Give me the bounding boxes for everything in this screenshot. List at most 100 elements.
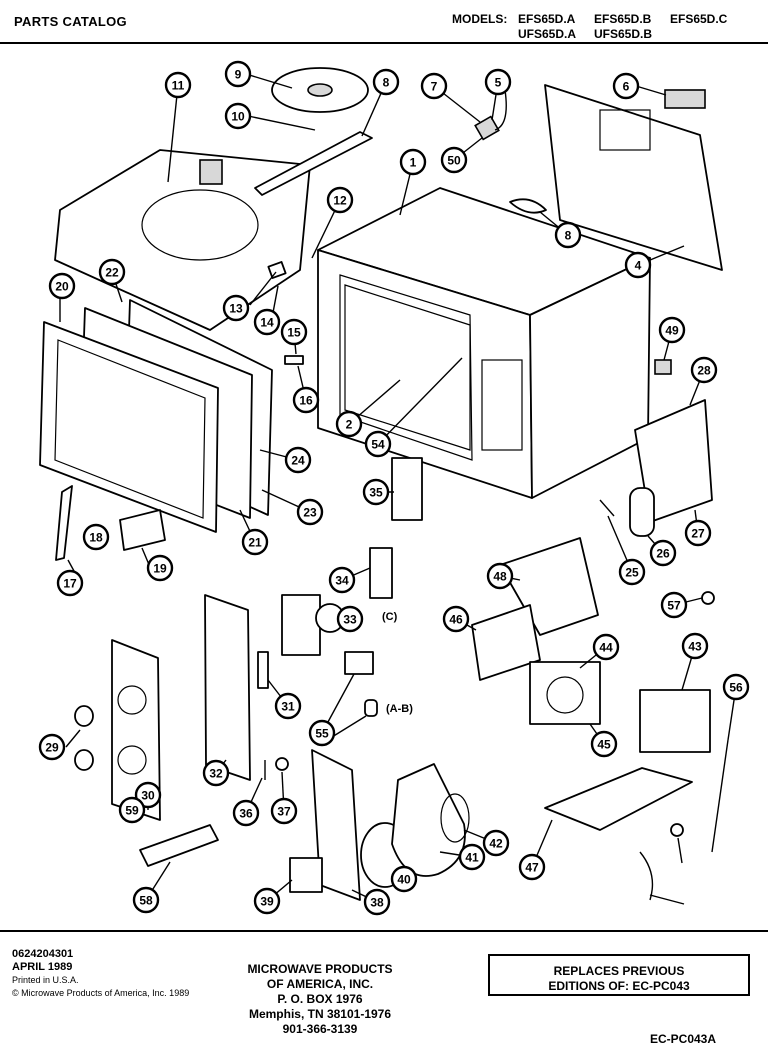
callout-37: 37 <box>270 797 298 825</box>
part-filter <box>139 824 219 867</box>
callout-55: 55 <box>308 719 336 747</box>
callout-26: 26 <box>649 539 677 567</box>
part-washer <box>275 757 289 771</box>
callout-number: 48 <box>493 570 507 584</box>
part-timer <box>281 594 321 656</box>
variant-note-c: (C) <box>382 611 398 623</box>
callout-56: 56 <box>722 673 750 701</box>
part-high-voltage-cover <box>471 604 541 681</box>
callout-31: 31 <box>274 692 302 720</box>
part-insulator <box>369 547 393 599</box>
company-line: MICROWAVE PRODUCTS <box>247 962 393 976</box>
part-fuse <box>654 359 672 375</box>
callout-23: 23 <box>296 498 324 526</box>
company-line: Memphis, TN 38101-1976 <box>248 1007 392 1021</box>
callout-number: 22 <box>105 266 119 280</box>
replaces-line: REPLACES PREVIOUS <box>553 964 685 978</box>
issue-date: APRIL 1989 <box>12 961 73 973</box>
callout-number: 55 <box>315 727 329 741</box>
callout-15: 15 <box>280 318 308 346</box>
callout-number: 46 <box>449 613 463 627</box>
callout-number: 18 <box>89 531 103 545</box>
part-blower-housing <box>391 763 466 877</box>
diagram-svg: 1245678891011121314151617181920212223242… <box>38 60 750 916</box>
callout-46: 46 <box>442 605 470 633</box>
model-code: EFS65D.B <box>594 12 652 26</box>
callout-2: 2 <box>335 410 363 438</box>
callout-27: 27 <box>684 519 712 547</box>
callout-19: 19 <box>146 554 174 582</box>
callout-number: 28 <box>697 364 711 378</box>
callout-number: 44 <box>599 641 613 655</box>
part-switch-hook <box>267 261 287 279</box>
callout-11: 11 <box>164 71 192 99</box>
callout-number: 21 <box>248 536 262 550</box>
callout-21: 21 <box>241 528 269 556</box>
callout-number: 42 <box>489 837 503 851</box>
callout-number: 17 <box>63 577 77 591</box>
callout-number: 56 <box>729 681 743 695</box>
callout-57: 57 <box>660 591 688 619</box>
part-number: 0624204301 <box>12 948 74 960</box>
callout-30: 30 <box>134 781 162 809</box>
callout-number: 16 <box>299 394 313 408</box>
callout-22: 22 <box>98 258 126 286</box>
callout-number: 47 <box>525 861 539 875</box>
callout-number: 9 <box>235 68 242 82</box>
callout-42: 42 <box>482 829 510 857</box>
callout-number: 38 <box>370 896 384 910</box>
part-connector <box>257 651 269 689</box>
callout-38: 38 <box>363 888 391 916</box>
part-fan-motor <box>289 857 323 893</box>
variant-note-ab: (A-B) <box>386 703 413 715</box>
replaces-line: EDITIONS OF: EC-PC043 <box>548 979 690 993</box>
model-code: EFS65D.C <box>670 12 728 26</box>
part-base-plate <box>54 149 311 331</box>
part-capacitor <box>629 487 655 537</box>
callout-number: 24 <box>291 454 305 468</box>
callout-number: 40 <box>397 873 411 887</box>
part-door-assembly <box>39 299 273 533</box>
callout-number: 33 <box>343 613 357 627</box>
part-bracket <box>254 131 373 196</box>
part-wire-lead <box>639 851 654 901</box>
part-thermal-cutout <box>474 89 507 141</box>
header-rule <box>0 42 768 44</box>
model-code: UFS65D.A <box>518 27 577 41</box>
callout-35: 35 <box>362 478 390 506</box>
callout-number: 54 <box>371 438 385 452</box>
models-label: MODELS: <box>452 12 508 26</box>
callout-8: 8 <box>554 221 582 249</box>
callout-number: 8 <box>383 76 390 90</box>
callout-36: 36 <box>232 799 260 827</box>
copyright-note: © Microwave Products of America, Inc. 19… <box>12 988 190 998</box>
callout-number: 11 <box>172 79 185 93</box>
callout-number: 30 <box>141 789 155 803</box>
callout-number: 29 <box>45 741 59 755</box>
callout-number: 19 <box>153 562 167 576</box>
callout-number: 50 <box>447 154 461 168</box>
part-window <box>344 284 471 451</box>
part-relay <box>344 651 374 675</box>
callout-49: 49 <box>658 316 686 344</box>
callout-29: 29 <box>38 733 66 761</box>
company-line: 901-366-3139 <box>282 1022 358 1036</box>
footer-rule <box>0 930 768 932</box>
footer-left: 0624204301 APRIL 1989 Printed in U.S.A. … <box>12 948 189 1000</box>
callout-4: 4 <box>624 251 652 279</box>
callout-number: 6 <box>623 80 630 94</box>
callout-18: 18 <box>82 523 110 551</box>
company-line: P. O. BOX 1976 <box>277 992 363 1006</box>
part-fan-bracket <box>311 749 361 901</box>
part-clip <box>599 499 615 517</box>
callout-17: 17 <box>56 569 84 597</box>
callout-number: 10 <box>231 110 245 124</box>
callout-14: 14 <box>253 308 281 336</box>
part-door-lever <box>55 485 73 561</box>
callout-34: 34 <box>328 566 356 594</box>
callout-28: 28 <box>690 356 718 384</box>
callout-number: 15 <box>287 326 301 340</box>
